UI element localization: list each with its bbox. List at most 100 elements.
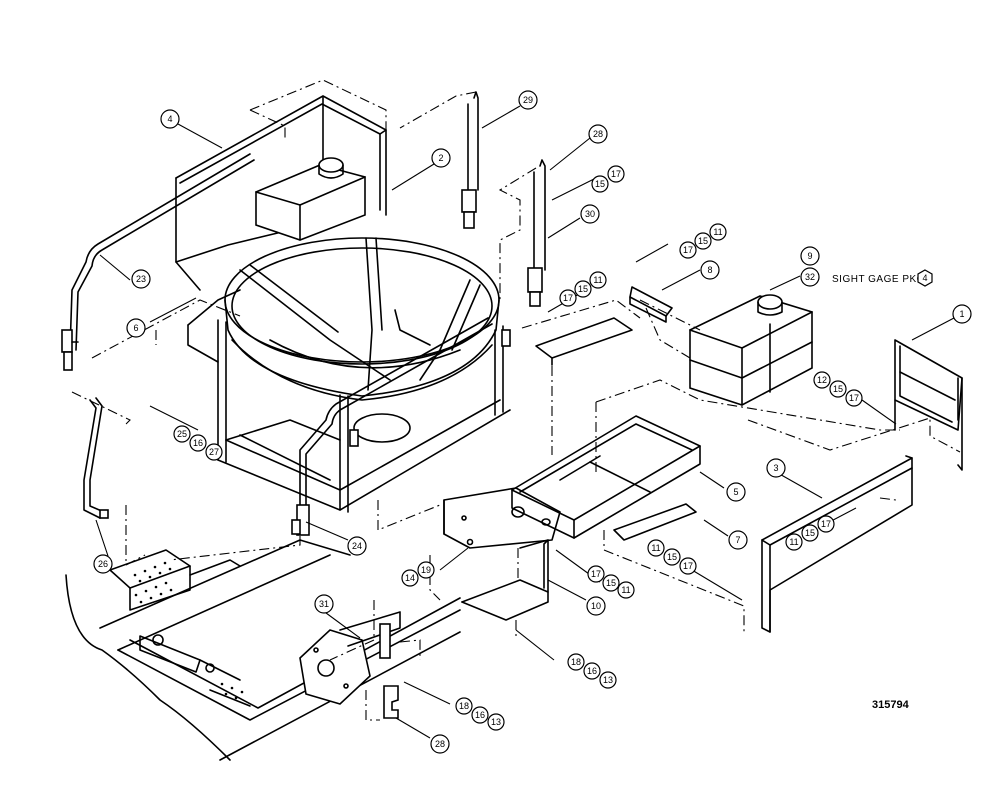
svg-text:24: 24: [352, 541, 362, 551]
svg-text:16: 16: [193, 438, 203, 448]
leader-lines: [95, 105, 955, 739]
svg-text:13: 13: [603, 675, 613, 685]
callout-23: 23: [131, 269, 151, 289]
svg-text:18: 18: [571, 657, 581, 667]
svg-text:11: 11: [621, 585, 630, 595]
svg-text:17: 17: [849, 393, 859, 403]
callout-7: 7: [728, 530, 748, 550]
svg-text:13: 13: [491, 717, 501, 727]
svg-text:19: 19: [421, 565, 431, 575]
svg-text:11: 11: [651, 543, 660, 553]
tray-5: [511, 415, 701, 539]
svg-text:10: 10: [591, 601, 601, 611]
cover-plate: [535, 317, 633, 366]
svg-text:15: 15: [698, 236, 708, 246]
callout-26: 26: [93, 554, 113, 574]
assembly-lines: [71, 79, 961, 721]
callout-1: 1: [952, 304, 972, 324]
callout-24: 24: [347, 536, 367, 556]
clip-28: [383, 685, 399, 719]
svg-text:17: 17: [683, 245, 693, 255]
svg-text:6: 6: [133, 323, 138, 333]
svg-text:17: 17: [821, 519, 831, 529]
svg-text:17: 17: [563, 293, 573, 303]
callout-group-17-15-11-a: 17 15 11: [679, 223, 727, 259]
callout-4: 4: [160, 109, 180, 129]
svg-text:26: 26: [98, 559, 108, 569]
callout-group-14-19: 14 19: [401, 561, 435, 587]
svg-text:SIGHT GAGE PKG: SIGHT GAGE PKG: [832, 274, 925, 285]
svg-text:32: 32: [805, 272, 815, 282]
svg-text:11: 11: [593, 275, 602, 285]
svg-text:2: 2: [438, 153, 443, 163]
svg-text:15: 15: [606, 578, 616, 588]
svg-text:4: 4: [922, 273, 927, 283]
svg-text:8: 8: [707, 265, 712, 275]
rail-post-28: [527, 159, 546, 307]
callout-28-bottom: 28: [430, 734, 450, 754]
callout-29: 29: [518, 90, 538, 110]
callout-group-12-15-17: 12 15 17: [813, 371, 863, 407]
callout-32: 32: [800, 267, 820, 287]
svg-text:15: 15: [667, 552, 677, 562]
svg-text:27: 27: [209, 447, 219, 457]
callout-8: 8: [700, 260, 720, 280]
svg-text:23: 23: [136, 274, 146, 284]
svg-text:4: 4: [167, 114, 172, 124]
svg-text:1: 1: [959, 309, 964, 319]
svg-text:30: 30: [585, 209, 595, 219]
callout-group-18-16-13-b: 18 16 13: [455, 697, 505, 731]
front-panel-1: [894, 339, 963, 471]
callout-group-17-15-11-b: 17 15 11: [559, 271, 607, 307]
guard-rail-24: [291, 317, 493, 536]
callout-3: 3: [766, 458, 786, 478]
callout-group-11-15-17-a: 11 15 17: [647, 539, 697, 575]
callout-6: 6: [126, 318, 146, 338]
svg-text:15: 15: [578, 284, 588, 294]
callout-group-25-16-27: 25 16 27: [173, 425, 223, 461]
svg-text:28: 28: [435, 739, 445, 749]
callout-9: 9: [800, 246, 820, 266]
bracket-10: [461, 539, 549, 621]
callout-31: 31: [314, 594, 334, 614]
svg-text:5: 5: [733, 487, 738, 497]
svg-text:11: 11: [713, 227, 722, 237]
callout-5: 5: [726, 482, 746, 502]
svg-text:14: 14: [405, 573, 415, 583]
svg-text:15: 15: [833, 384, 843, 394]
svg-text:17: 17: [591, 569, 601, 579]
svg-text:16: 16: [475, 710, 485, 720]
rail-post-29: [461, 91, 479, 229]
svg-text:17: 17: [683, 561, 693, 571]
svg-text:25: 25: [177, 429, 187, 439]
mount-bracket: [443, 487, 561, 549]
step-holes: [133, 561, 173, 604]
svg-text:3: 3: [773, 463, 778, 473]
svg-text:16: 16: [587, 666, 597, 676]
callout-group-15-17: 15 17: [591, 165, 625, 193]
svg-text:28: 28: [593, 129, 603, 139]
svg-text:29: 29: [523, 95, 533, 105]
sight-gage-note: SIGHT GAGE PKG 4: [832, 269, 933, 287]
panel-7: [613, 503, 697, 541]
svg-text:31: 31: [319, 599, 329, 609]
callout-group-18-16-13-a: 18 16 13: [567, 653, 617, 689]
svg-text:12: 12: [817, 375, 827, 385]
svg-text:15: 15: [805, 528, 815, 538]
svg-text:7: 7: [735, 535, 740, 545]
callout-30: 30: [580, 204, 600, 224]
callout-28-top: 28: [588, 124, 608, 144]
callout-2: 2: [431, 148, 451, 168]
callout-group-11-15-17-b: 11 15 17: [785, 515, 835, 551]
guard-rail-23: [61, 153, 255, 371]
callout-10: 10: [586, 596, 606, 616]
callout-group-17-15-11-c: 17 15 11: [587, 565, 635, 599]
hopper-body: [175, 95, 511, 513]
svg-text:15: 15: [595, 179, 605, 189]
drawing-part-number: 315794: [872, 699, 910, 711]
svg-text:9: 9: [807, 251, 812, 261]
side-panel-3: [761, 455, 913, 633]
water-tank-9: [689, 294, 813, 406]
truck-frame: [65, 397, 461, 761]
